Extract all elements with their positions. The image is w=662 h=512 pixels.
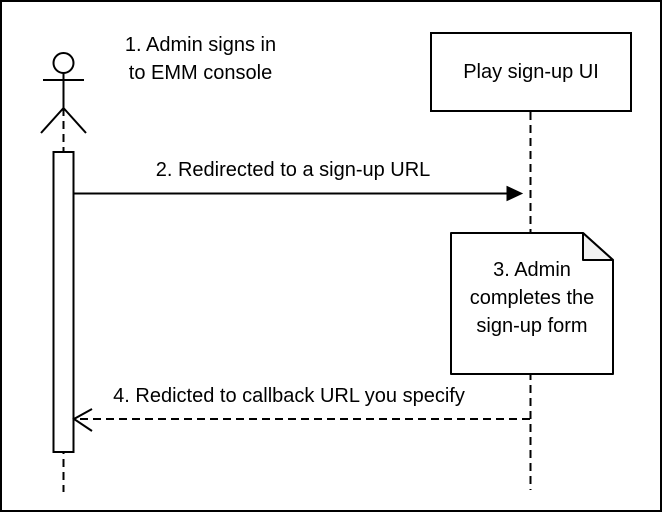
stick-figure-actor-icon — [40, 52, 87, 134]
filled-arrowhead-icon — [506, 185, 524, 202]
actor-left-leg — [40, 107, 65, 134]
open-arrowhead-icon — [72, 408, 93, 432]
note-label: 3. Admin completes the sign-up form — [469, 259, 595, 337]
message-2-label: 2. Redirected to a sign-up URL — [155, 159, 431, 181]
note-body — [450, 232, 614, 375]
note-shape — [450, 232, 614, 375]
message-4-label: 4. Redicted to callback URL you specify — [113, 385, 465, 407]
actor-right-leg — [62, 107, 87, 134]
actor-activation-bar — [52, 151, 75, 453]
message-4-arrow — [72, 408, 530, 432]
participant-label: Play sign-up UI — [463, 60, 599, 83]
message-2-arrow — [74, 185, 524, 202]
participant-box — [430, 32, 632, 112]
message-1-label: 1. Admin signs in to EMM console — [124, 34, 277, 84]
actor-head — [52, 52, 75, 74]
note-folded-corner-icon — [582, 232, 614, 261]
